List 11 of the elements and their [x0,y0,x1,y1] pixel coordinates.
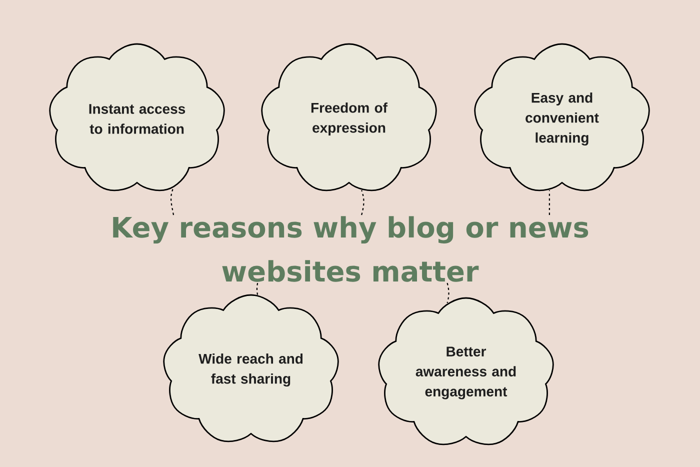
dotted-connector [256,282,258,296]
heading: Key reasons why blog or news websites matter [113,216,588,282]
cloud-bubble: Wide reach and fast sharing [163,294,339,442]
cloud-bubble: Instant access to information [49,43,225,192]
dotted-connector [548,190,550,215]
cloud-bubble: Easy and convenient learning [474,43,650,192]
dotted-connector [170,187,174,216]
dotted-connector [361,190,364,216]
cloud-bubble: Better awareness and engagement [378,297,554,446]
dotted-connector [446,282,450,304]
cloud-bubble: Freedom of expression [261,43,437,192]
